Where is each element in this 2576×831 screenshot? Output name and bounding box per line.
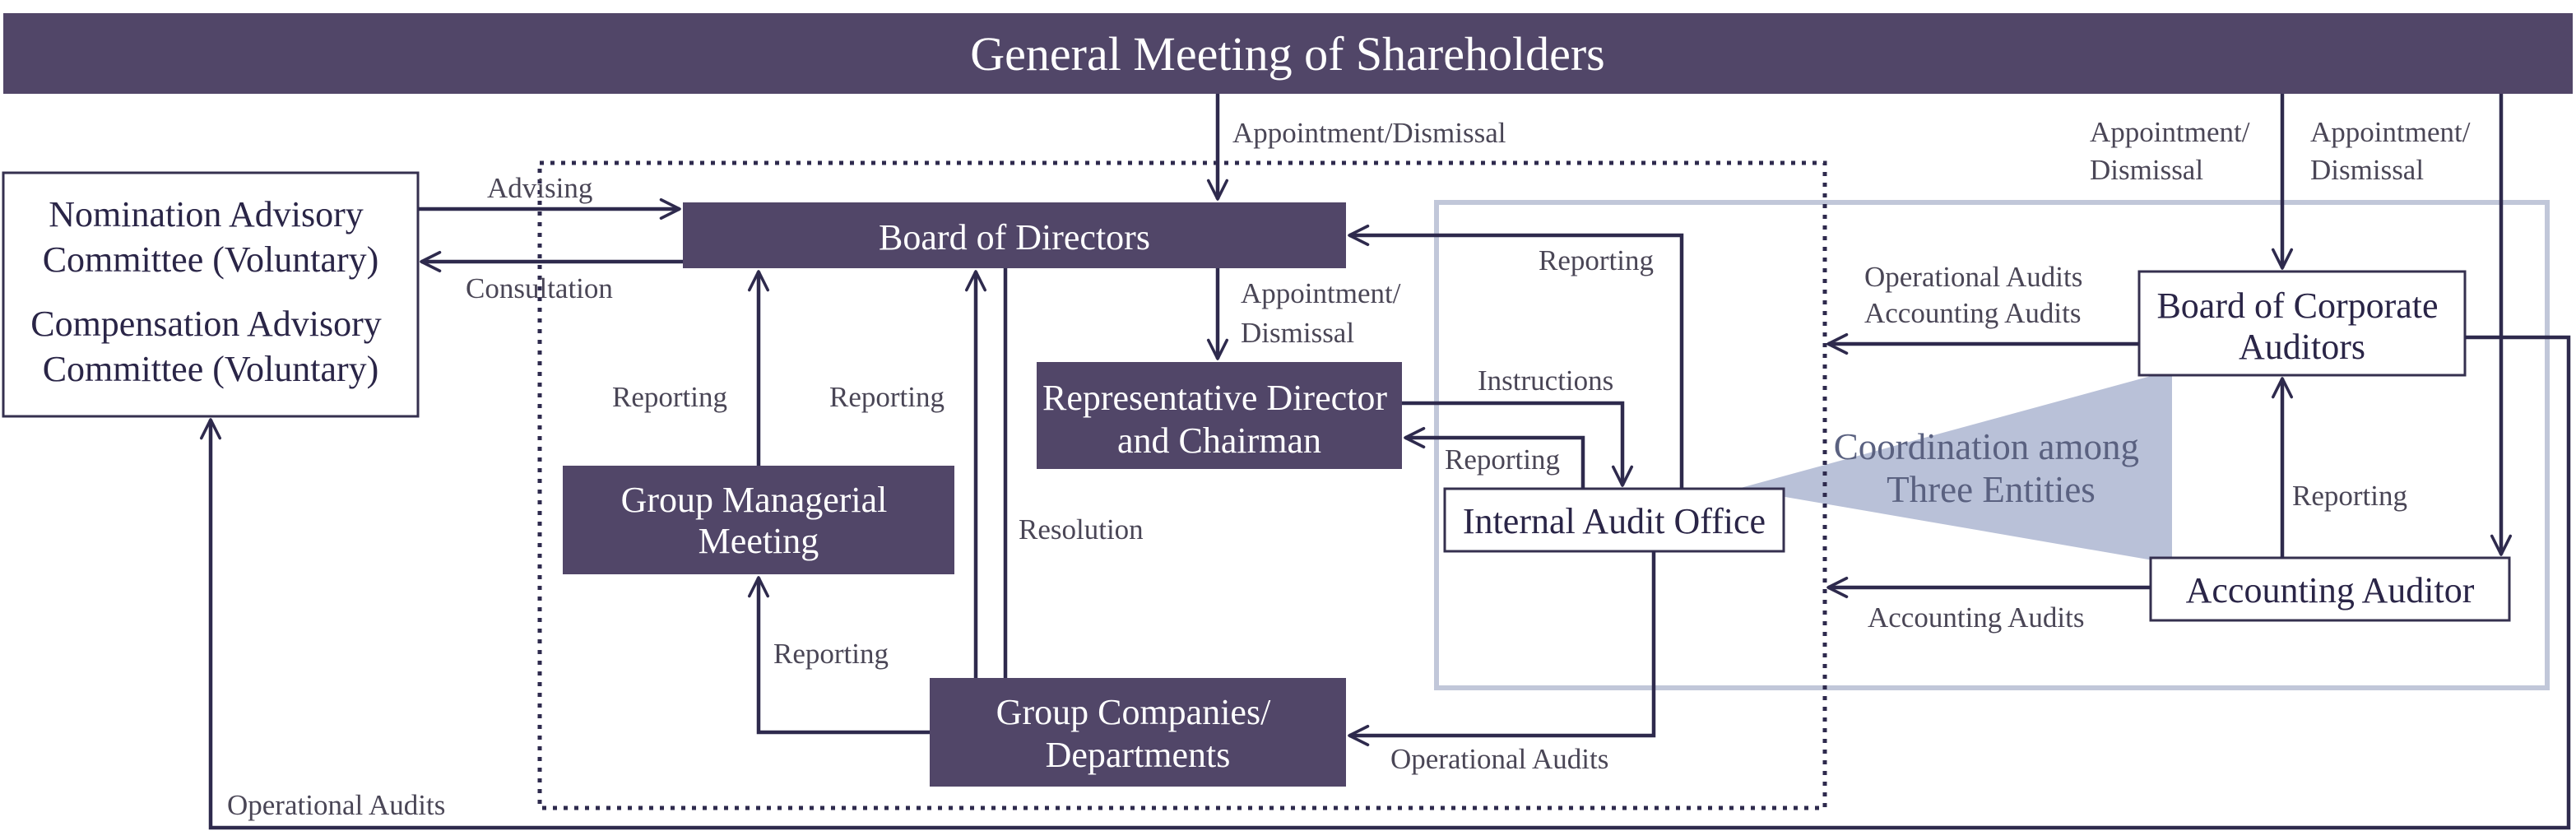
internal-audit-office-box: [1443, 487, 1785, 553]
label-operational-audits-bottom: Operational Audits: [227, 789, 445, 821]
representative-director-box: [1037, 362, 1402, 469]
arrow-operational-audits-gc: [1348, 551, 1656, 747]
shareholders-meeting-bar: [3, 13, 2573, 94]
label-reporting-gmm-board: Reporting: [612, 381, 727, 413]
group-managerial-meeting-label: Group Managerial Meeting: [621, 480, 897, 561]
board-of-corporate-auditors-label: Board of Corporate Auditors: [2156, 286, 2447, 367]
board-of-corporate-auditors-box: [2137, 270, 2467, 377]
audit-coordination-frame: [1434, 200, 2550, 690]
internal-audit-office-label: Internal Audit Office: [1463, 501, 1766, 541]
label-reporting-ia-board: Reporting: [1539, 244, 1654, 276]
label-reporting-ia-rep: Reporting: [1445, 443, 1560, 476]
label-corporate-audits: Operational Audits Accounting Audits: [1864, 261, 2090, 329]
board-of-directors-box: [683, 202, 1346, 268]
coordination-wedge: [1738, 370, 2172, 564]
arrow-operational-audits-committees: [199, 335, 2571, 830]
label-advising: Advising: [487, 172, 592, 204]
arrow-reporting-ia-board: [1348, 224, 1684, 489]
accounting-auditor-label: Accounting Auditor: [2186, 570, 2475, 610]
board-of-directors-label: Board of Directors: [879, 217, 1150, 258]
arrow-reporting-gc-gmm: [747, 576, 930, 735]
label-appointment-accounting-auditor: Appointment/ Dismissal: [2310, 116, 2477, 186]
label-appointment-rep-director: Appointment/ Dismissal: [1241, 277, 1408, 349]
label-consultation: Consultation: [466, 272, 613, 304]
label-appointment-corporate-auditors: Appointment/ Dismissal: [2090, 116, 2257, 186]
label-resolution: Resolution: [1019, 513, 1144, 545]
arrow-instructions: [1402, 401, 1634, 487]
shareholders-meeting-title: General Meeting of Shareholders: [970, 27, 1604, 81]
coordination-label: Coordination among Three Entities: [1834, 426, 2148, 510]
label-accounting-audits: Accounting Audits: [1868, 601, 2084, 634]
representative-director-label: Representative Director and Chairman: [1042, 378, 1396, 461]
execution-scope-frame: [537, 160, 1827, 810]
label-instructions: Instructions: [1478, 364, 1613, 397]
group-companies-label: Group Companies/ Departments: [996, 692, 1280, 775]
label-reporting-acct-corp: Reporting: [2292, 480, 2407, 512]
compensation-committee-label: Compensation Advisory Committee (Volunta…: [30, 304, 391, 389]
label-operational-audits-gc: Operational Audits: [1390, 743, 1608, 775]
nomination-committee-label: Nomination Advisory Committee (Voluntary…: [43, 194, 379, 280]
group-companies-box: [930, 678, 1346, 787]
advisory-committees-box: [2, 171, 420, 418]
label-appointment-board: Appointment/Dismissal: [1232, 117, 1506, 149]
label-reporting-gc-board: Reporting: [829, 381, 945, 413]
group-managerial-meeting-box: [563, 466, 954, 574]
arrow-reporting-ia-rep: [1404, 426, 1585, 489]
label-reporting-gc-gmm: Reporting: [773, 638, 889, 670]
